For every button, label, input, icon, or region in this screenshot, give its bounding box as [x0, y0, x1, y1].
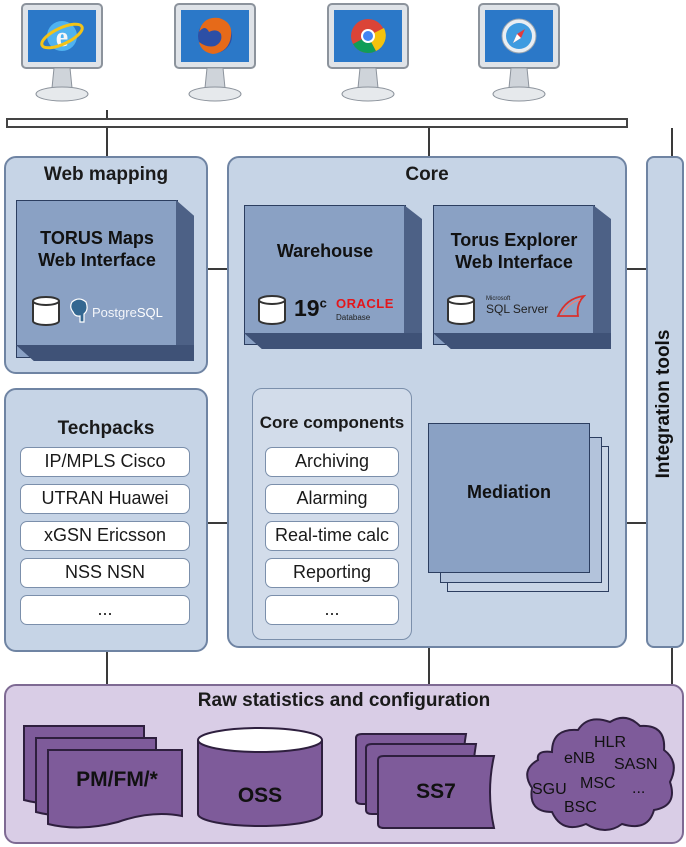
cloud-label: ... — [632, 780, 646, 797]
connector — [625, 268, 647, 270]
network-elements-cloud[interactable] — [522, 712, 680, 836]
oracle-logo-text: ORACLE — [336, 296, 394, 311]
oracle-database-text: Database — [336, 313, 371, 322]
chrome-icon — [351, 19, 386, 53]
torus-explorer-label: Torus Explorer Web Interface — [433, 230, 595, 273]
integration-tools-panel[interactable] — [646, 156, 684, 648]
ss7-label: SS7 — [416, 780, 456, 803]
network-bus — [6, 118, 628, 128]
core-components-title: Core components — [259, 413, 405, 432]
core-title: Core — [405, 164, 449, 185]
connector — [428, 645, 430, 684]
microsoft-text: Microsoft — [486, 296, 511, 302]
cloud-label: BSC — [564, 799, 597, 816]
techpack-item[interactable]: NSS NSN — [20, 558, 190, 588]
core-component-item[interactable]: ... — [265, 595, 399, 625]
connector — [671, 648, 673, 684]
postgresql-logo-text: PostgreSQL — [92, 305, 163, 320]
ss7-tape-stack[interactable] — [352, 730, 502, 834]
techpack-item[interactable]: ... — [20, 595, 190, 625]
torus-maps-line2: Web Interface — [38, 249, 156, 270]
database-icon — [32, 296, 60, 326]
torus-maps-line1: TORUS Maps — [40, 228, 154, 248]
torus-explorer-line1: Torus Explorer — [450, 230, 578, 250]
postgresql-elephant-icon — [70, 298, 88, 323]
sql-server-logo: Microsoft SQL Server — [486, 296, 548, 316]
cloud-label: MSC — [580, 775, 616, 792]
torus-explorer-line2: Web Interface — [455, 251, 573, 272]
mediation-label: Mediation — [467, 482, 551, 502]
integration-tools-label: Integration tools — [653, 329, 674, 479]
core-component-item[interactable]: Reporting — [265, 558, 399, 588]
connector — [207, 522, 227, 524]
safari-icon — [501, 18, 537, 54]
connector — [671, 128, 673, 156]
connector — [207, 268, 227, 270]
pmfm-document-stack[interactable] — [20, 722, 188, 834]
connector — [106, 110, 108, 156]
database-icon — [447, 295, 475, 325]
cloud-label: SASN — [614, 756, 658, 773]
monitor-3 — [327, 3, 409, 102]
internet-explorer-icon: e — [40, 21, 84, 53]
torus-maps-label: TORUS Maps Web Interface — [16, 228, 178, 271]
monitor-1: e — [21, 3, 103, 102]
connector — [625, 522, 647, 524]
oracle-version-number: 19 — [294, 295, 320, 321]
oss-label: OSS — [237, 784, 283, 807]
monitor-4 — [478, 3, 560, 102]
oracle-logo: ORACLE Database — [336, 296, 394, 322]
sql-server-text: SQL Server — [486, 302, 549, 316]
techpack-item[interactable]: IP/MPLS Cisco — [20, 447, 190, 477]
techpacks-title: Techpacks — [57, 418, 155, 439]
sql-text: SQL — [136, 305, 163, 320]
firefox-icon — [198, 17, 232, 54]
web-mapping-title: Web mapping — [43, 164, 169, 185]
cloud-label: SGU — [532, 781, 567, 798]
cloud-label: eNB — [564, 750, 596, 767]
sql-server-icon — [556, 294, 586, 317]
raw-statistics-title: Raw statistics and configuration — [197, 690, 491, 711]
connector — [106, 652, 108, 684]
database-icon — [258, 295, 286, 325]
core-component-item[interactable]: Archiving — [265, 447, 399, 477]
postgres-text: Postgre — [92, 305, 137, 320]
oss-database-icon[interactable] — [194, 726, 326, 830]
pmfm-label: PM/FM/* — [76, 768, 158, 791]
client-monitors: e — [0, 0, 686, 120]
core-component-item[interactable]: Real-time calc — [265, 521, 399, 551]
oracle-version: 19c — [294, 295, 327, 322]
warehouse-label: Warehouse — [276, 241, 374, 261]
monitor-2 — [174, 3, 256, 102]
core-component-item[interactable]: Alarming — [265, 484, 399, 514]
techpack-item[interactable]: xGSN Ericsson — [20, 521, 190, 551]
techpack-item[interactable]: UTRAN Huawei — [20, 484, 190, 514]
oracle-version-sup: c — [319, 295, 327, 311]
connector — [428, 128, 430, 156]
cloud-label: HLR — [594, 734, 627, 751]
